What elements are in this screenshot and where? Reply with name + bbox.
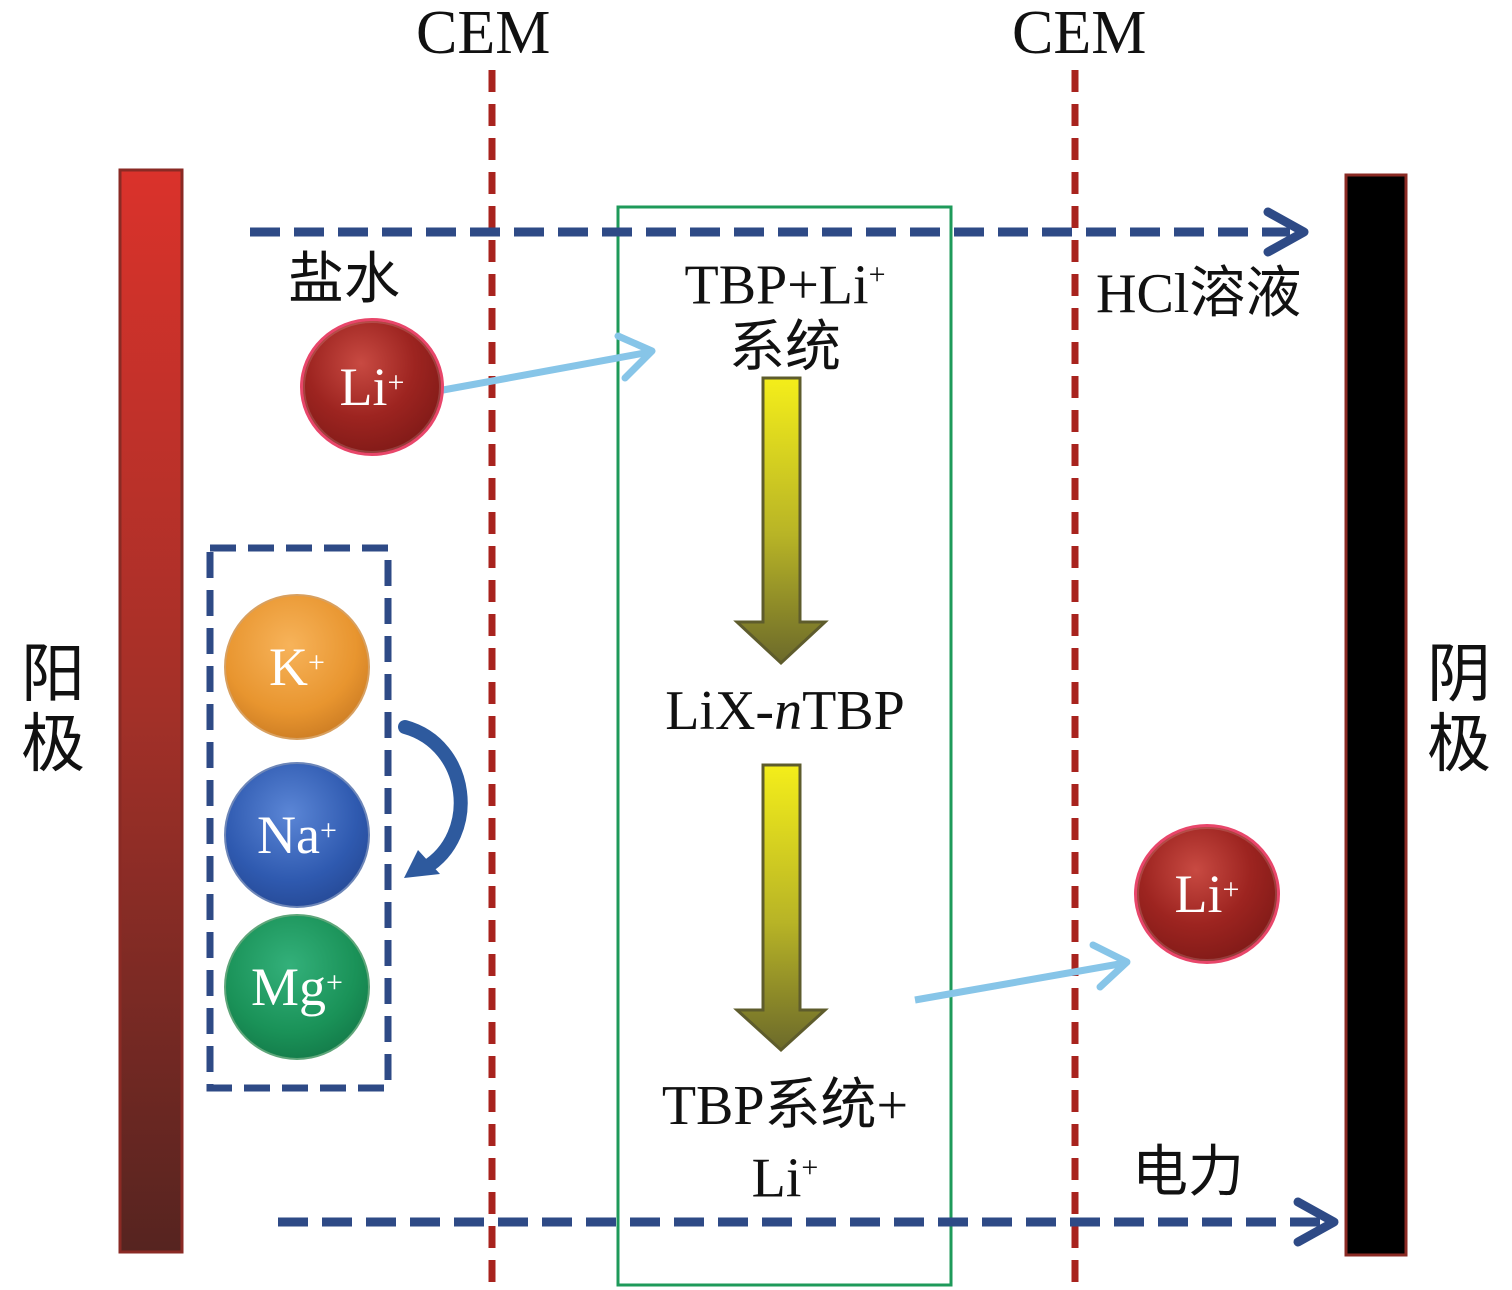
mg-ion-charge: +: [326, 966, 343, 999]
k-ion-symbol: K: [269, 637, 309, 697]
mg-ion: Mg+: [224, 914, 370, 1060]
step1-line2: 系统: [729, 316, 841, 379]
tbp-reaction-box: [616, 205, 953, 1287]
hcl-solution-label: HCl溶液: [1096, 263, 1302, 325]
k-ion: K+: [224, 594, 370, 740]
brine-label: 盐水: [288, 249, 400, 311]
step3-line1: TBP系统+: [661, 1075, 909, 1137]
step3-charge: +: [801, 1151, 819, 1184]
power-flow-arrow: [278, 1197, 1339, 1247]
process-step-tbp-li-system: TBP+Li+ 系统: [620, 244, 950, 379]
cathode-electrode: [1344, 173, 1408, 1257]
anode-electrode: [118, 168, 184, 1254]
k-ion-charge: +: [308, 646, 325, 679]
li-ion-brine-symbol: Li: [339, 357, 388, 417]
na-ion-charge: +: [320, 814, 337, 847]
step1-charge: +: [868, 258, 886, 291]
step2-prefix: LiX-: [665, 680, 775, 742]
li-release-arrow: [914, 941, 1131, 1004]
cem-label-right: CEM: [1012, 0, 1147, 67]
li-ion-brine: Li+: [300, 318, 444, 456]
li-ion-hcl-symbol: Li: [1174, 864, 1223, 924]
na-ion-symbol: Na: [257, 805, 321, 865]
step2-italic-n: n: [774, 680, 803, 742]
li-ion-hcl: Li+: [1134, 824, 1280, 964]
li-ion-brine-charge: +: [387, 366, 405, 399]
li-uptake-arrow: [442, 332, 656, 394]
process-arrow-1: [733, 376, 829, 666]
li-ion-hcl-charge: +: [1222, 873, 1240, 906]
process-step-tbp-system-li: TBP系统+ Li+: [620, 1075, 950, 1210]
step1-line1: TBP+Li: [684, 254, 869, 317]
step2-suffix: TBP: [802, 680, 905, 742]
process-step-lix-ntbp: LiX-nTBP: [620, 680, 950, 742]
power-label: 电力: [1132, 1142, 1244, 1204]
mg-ion-symbol: Mg: [251, 957, 327, 1017]
step3-line2: Li: [751, 1147, 802, 1210]
cathode-label: 阴极: [1427, 639, 1491, 780]
na-ion: Na+: [224, 762, 370, 908]
anode-label: 阳极: [21, 639, 85, 780]
process-arrow-2: [733, 763, 829, 1053]
ion-rejection-arrow: [398, 720, 468, 878]
cem-label-left: CEM: [416, 0, 551, 67]
interfering-ions-box: [206, 544, 392, 1092]
brine-flow-arrow: [250, 207, 1309, 257]
